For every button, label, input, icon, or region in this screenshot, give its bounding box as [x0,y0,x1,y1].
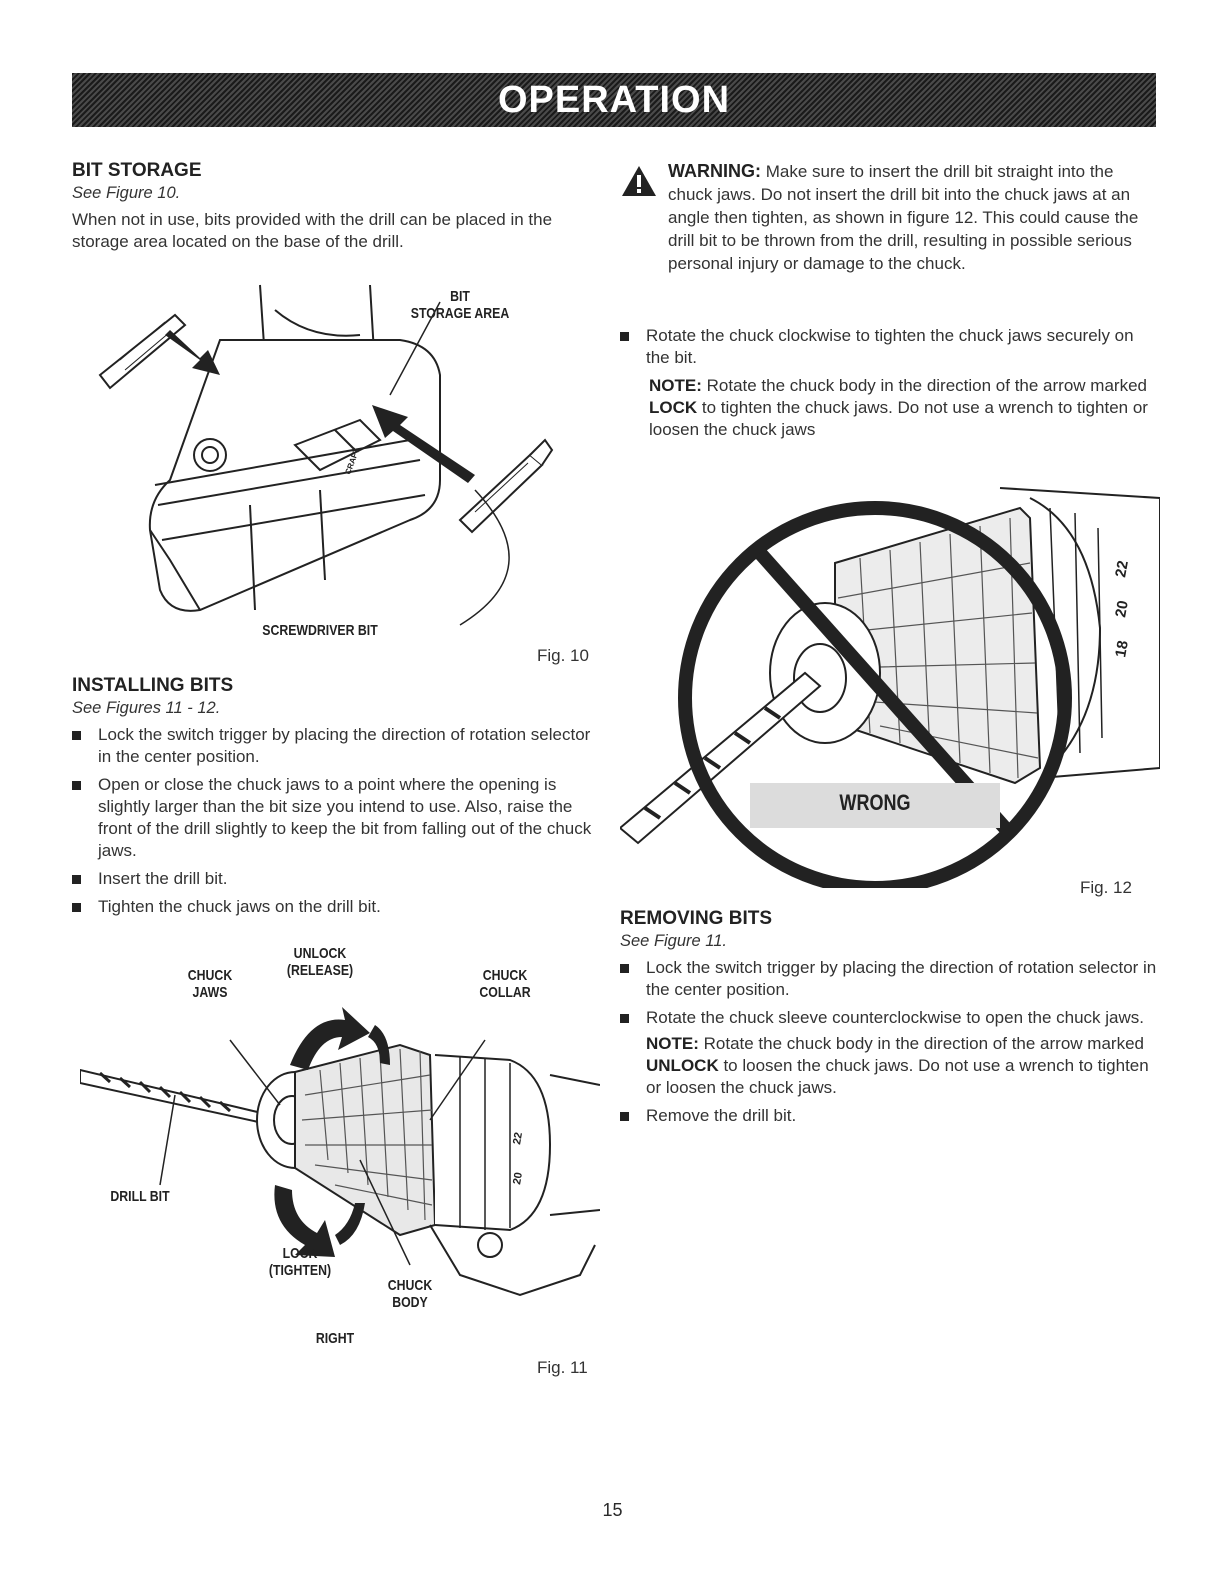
bit-storage-section: BIT STORAGE See Figure 10. When not in u… [72,160,592,253]
chuck-illustration: 22 20 [79,1007,601,1297]
callout-screwdriver-bit: SCREWDRIVER BIT [262,622,378,639]
list-item: Lock the switch trigger by placing the d… [72,724,592,768]
rotate-section: Rotate the chuck clockwise to tighten th… [620,325,1150,441]
banner-title: OPERATION [497,78,731,121]
list-item: Tighten the chuck jaws on the drill bit. [72,896,592,918]
dial-number: 22 [511,1131,525,1145]
installing-bits-heading: INSTALLING BITS [72,675,234,696]
rotate-note: NOTE: Rotate the chuck body in the direc… [649,376,1148,439]
removing-bits-section: REMOVING BITS See Figure 11. Lock the sw… [620,908,1160,1133]
warning-text: Make sure to insert the drill bit straig… [668,162,1139,273]
list-item: Insert the drill bit. [72,868,592,890]
list-item: Remove the drill bit. [620,1105,1160,1127]
warning-triangle-icon [622,166,656,196]
removing-note: NOTE: Rotate the chuck body in the direc… [646,1034,1149,1097]
wrong-insertion-illustration: 22 20 18 [618,487,1161,895]
drill-base-illustration: CRAFT [98,284,554,626]
phillips-bit-icon [458,438,554,534]
removing-bits-heading: REMOVING BITS [620,908,773,929]
section-banner: OPERATION [72,73,1156,127]
dial-number: 20 [511,1171,525,1185]
callout-chuck-jaws: CHUCK JAWS [187,967,233,1001]
list-item: Rotate the chuck clockwise to tighten th… [620,325,1150,369]
drill-bit-icon [79,1068,274,1127]
callout-lock: LOCK (TIGHTEN) [268,1245,332,1279]
installing-bits-section: INSTALLING BITS See Figures 11 - 12. Loc… [72,675,592,924]
callout-right: RIGHT [315,1330,355,1347]
list-item: Lock the switch trigger by placing the d… [620,957,1160,1001]
warning-block: WARNING: Make sure to insert the drill b… [668,160,1158,275]
dial-number: 22 [1112,559,1132,578]
warning-label: WARNING: [668,161,761,181]
fig11-label: Fig. 11 [537,1358,588,1377]
removing-bits-see: See Figure 11. [620,932,728,950]
fig10-label: Fig. 10 [537,646,589,665]
screwdriver-bit-left-icon [98,313,187,390]
wrong-label: WRONG [839,790,911,815]
fig12-label: Fig. 12 [1080,878,1132,897]
dial-number: 18 [1112,639,1132,658]
callout-drill-bit: DRILL BIT [110,1188,170,1205]
lock-arrow-icon [274,1185,335,1257]
bit-storage-see: See Figure 10. [72,184,181,202]
figure-12: 22 20 18 WRONG [618,468,1161,895]
list-item: Open or close the chuck jaws to a point … [72,774,592,862]
bit-storage-heading: BIT STORAGE [72,160,202,181]
unlock-arrow-icon [290,1007,370,1070]
callout-chuck-body: CHUCK BODY [387,1277,433,1311]
figure-11: 22 20 CHUCK JAWS UNLOCK (RELEASE) CHUCK … [79,945,601,1365]
callout-chuck-collar: CHUCK COLLAR [479,967,531,1001]
bit-storage-text: When not in use, bits provided with the … [72,210,553,251]
figure-10: CRAFT BIT STORAGE AREA SCREWDRIVER BIT [80,280,580,660]
dial-number: 20 [1112,599,1132,618]
installing-bits-list: Lock the switch trigger by placing the d… [72,724,592,918]
callout-unlock: UNLOCK (RELEASE) [286,945,354,979]
callout-bit-storage-area: BIT STORAGE AREA [410,288,510,322]
page-number: 15 [602,1500,623,1520]
installing-bits-see: See Figures 11 - 12. [72,699,221,717]
list-item: Rotate the chuck sleeve counterclockwise… [620,1007,1160,1029]
